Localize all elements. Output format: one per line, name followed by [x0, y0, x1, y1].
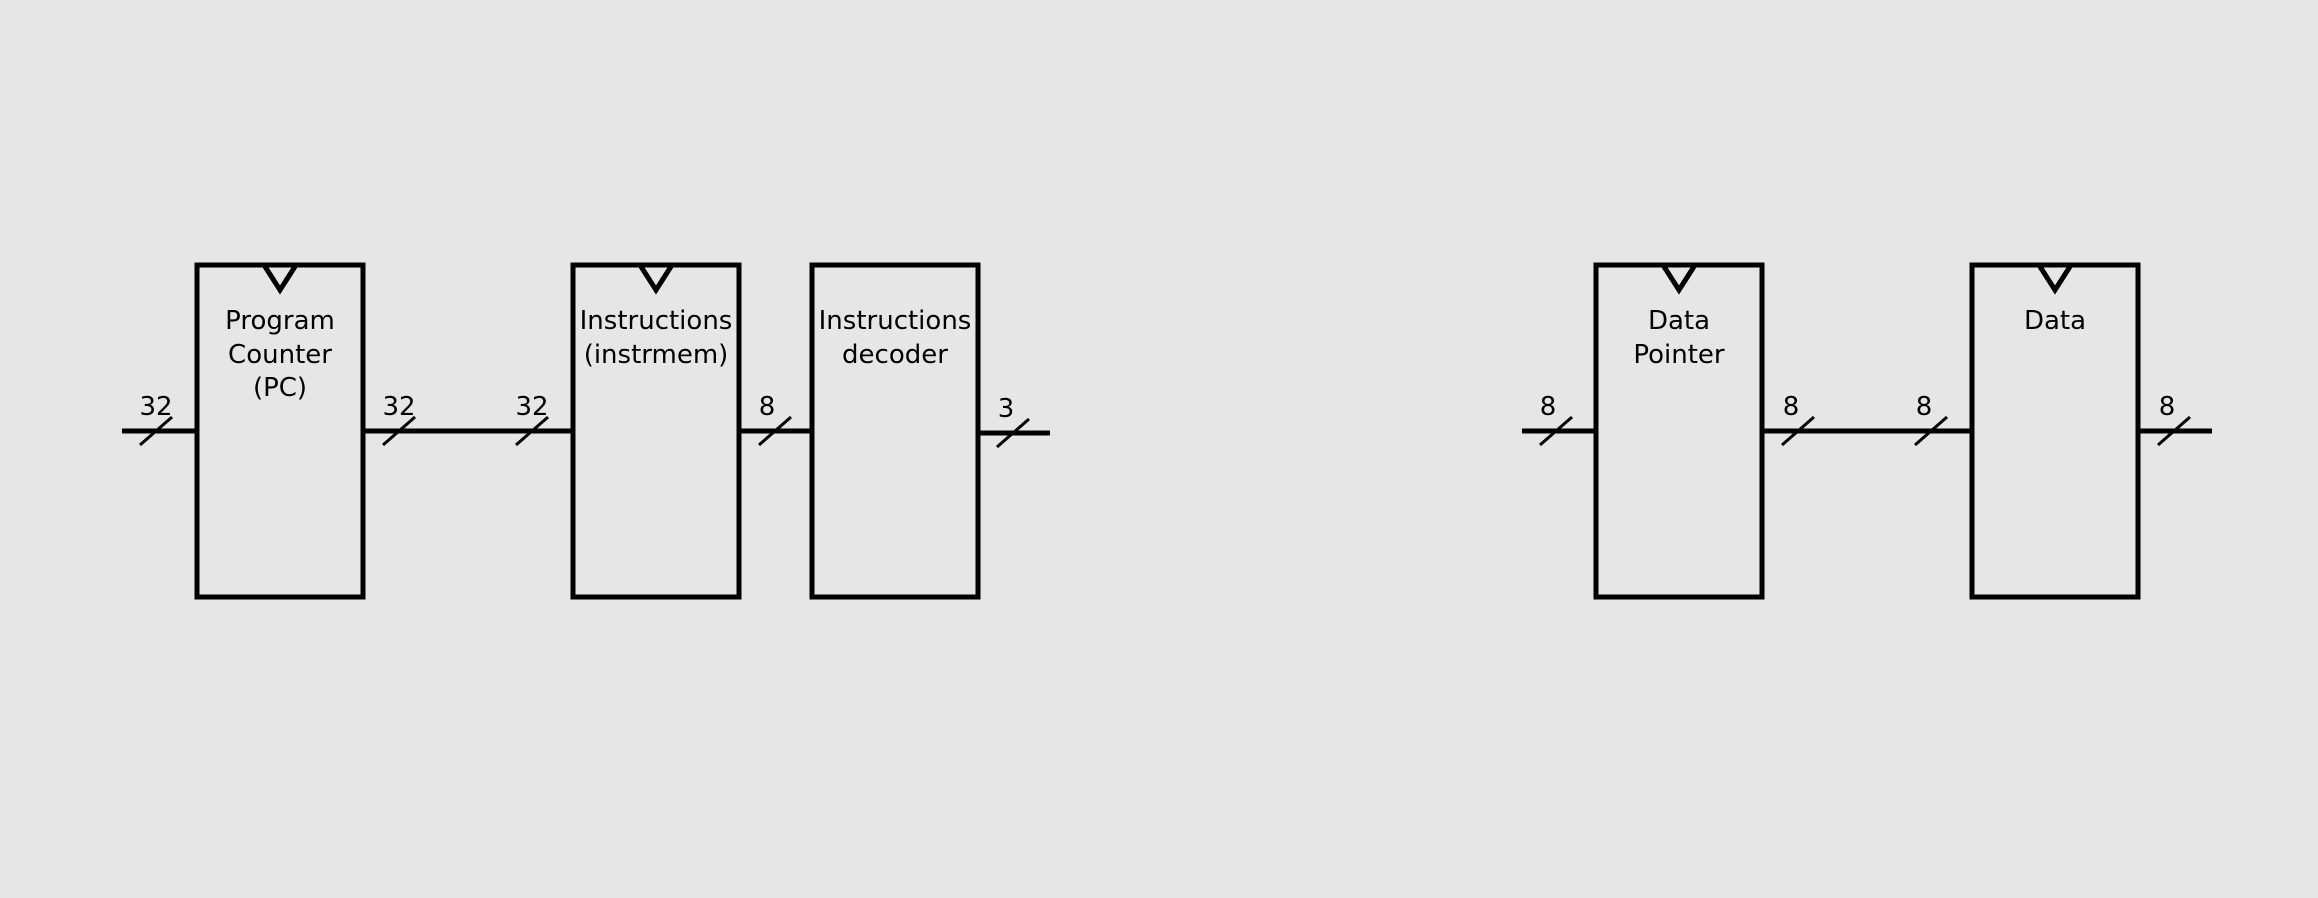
- dp-output-bus-slash: [1781, 415, 1815, 447]
- program-counter-label-3: (PC): [253, 373, 307, 403]
- pc-clock-icon: [261, 263, 299, 295]
- instruction-memory-label-1: Instructions: [580, 306, 733, 336]
- instruction-decoder-block: Instructions decoder: [809, 262, 981, 600]
- dp-input-bus-slash: [1539, 415, 1573, 447]
- instr-clock-icon: [637, 263, 675, 295]
- instruction-memory-block: Instructions (instrmem): [570, 262, 742, 600]
- decoder-output-bus-slash: [996, 417, 1030, 449]
- data-memory-label-1: Data: [2024, 306, 2086, 336]
- instruction-memory-label-2: (instrmem): [584, 340, 729, 370]
- data-input-bus-slash: [1914, 415, 1948, 447]
- pc-input-bus-slash: [139, 415, 173, 447]
- data-pointer-block: Data Pointer: [1593, 262, 1765, 600]
- dp-output-width-label: 8: [1783, 392, 1800, 422]
- program-counter-label-2: Counter: [228, 340, 332, 370]
- pc-output-bus-slash: [382, 415, 416, 447]
- instruction-decoder-label-1: Instructions: [819, 306, 972, 336]
- program-counter-block: Program Counter (PC): [194, 262, 366, 600]
- program-counter-label-1: Program: [225, 306, 335, 336]
- instr-output-bus-slash: [758, 415, 792, 447]
- instruction-decoder-label-2: decoder: [842, 340, 948, 370]
- dp-input-width-label: 8: [1540, 392, 1557, 422]
- pc-output-width-label: 32: [382, 392, 415, 422]
- pc-input-width-label: 32: [139, 392, 172, 422]
- decoder-output-width-label: 3: [998, 394, 1015, 424]
- instr-input-width-label: 32: [515, 392, 548, 422]
- data-pointer-label-1: Data: [1648, 306, 1710, 336]
- data-memory-block: Data: [1969, 262, 2141, 600]
- dp-clock-icon: [1660, 263, 1698, 295]
- data-input-width-label: 8: [1916, 392, 1933, 422]
- data-output-width-label: 8: [2159, 392, 2176, 422]
- instr-input-bus-slash: [515, 415, 549, 447]
- instr-output-width-label: 8: [759, 392, 776, 422]
- data-pointer-label-2: Pointer: [1633, 340, 1725, 370]
- data-clock-icon: [2036, 263, 2074, 295]
- data-output-bus-slash: [2157, 415, 2191, 447]
